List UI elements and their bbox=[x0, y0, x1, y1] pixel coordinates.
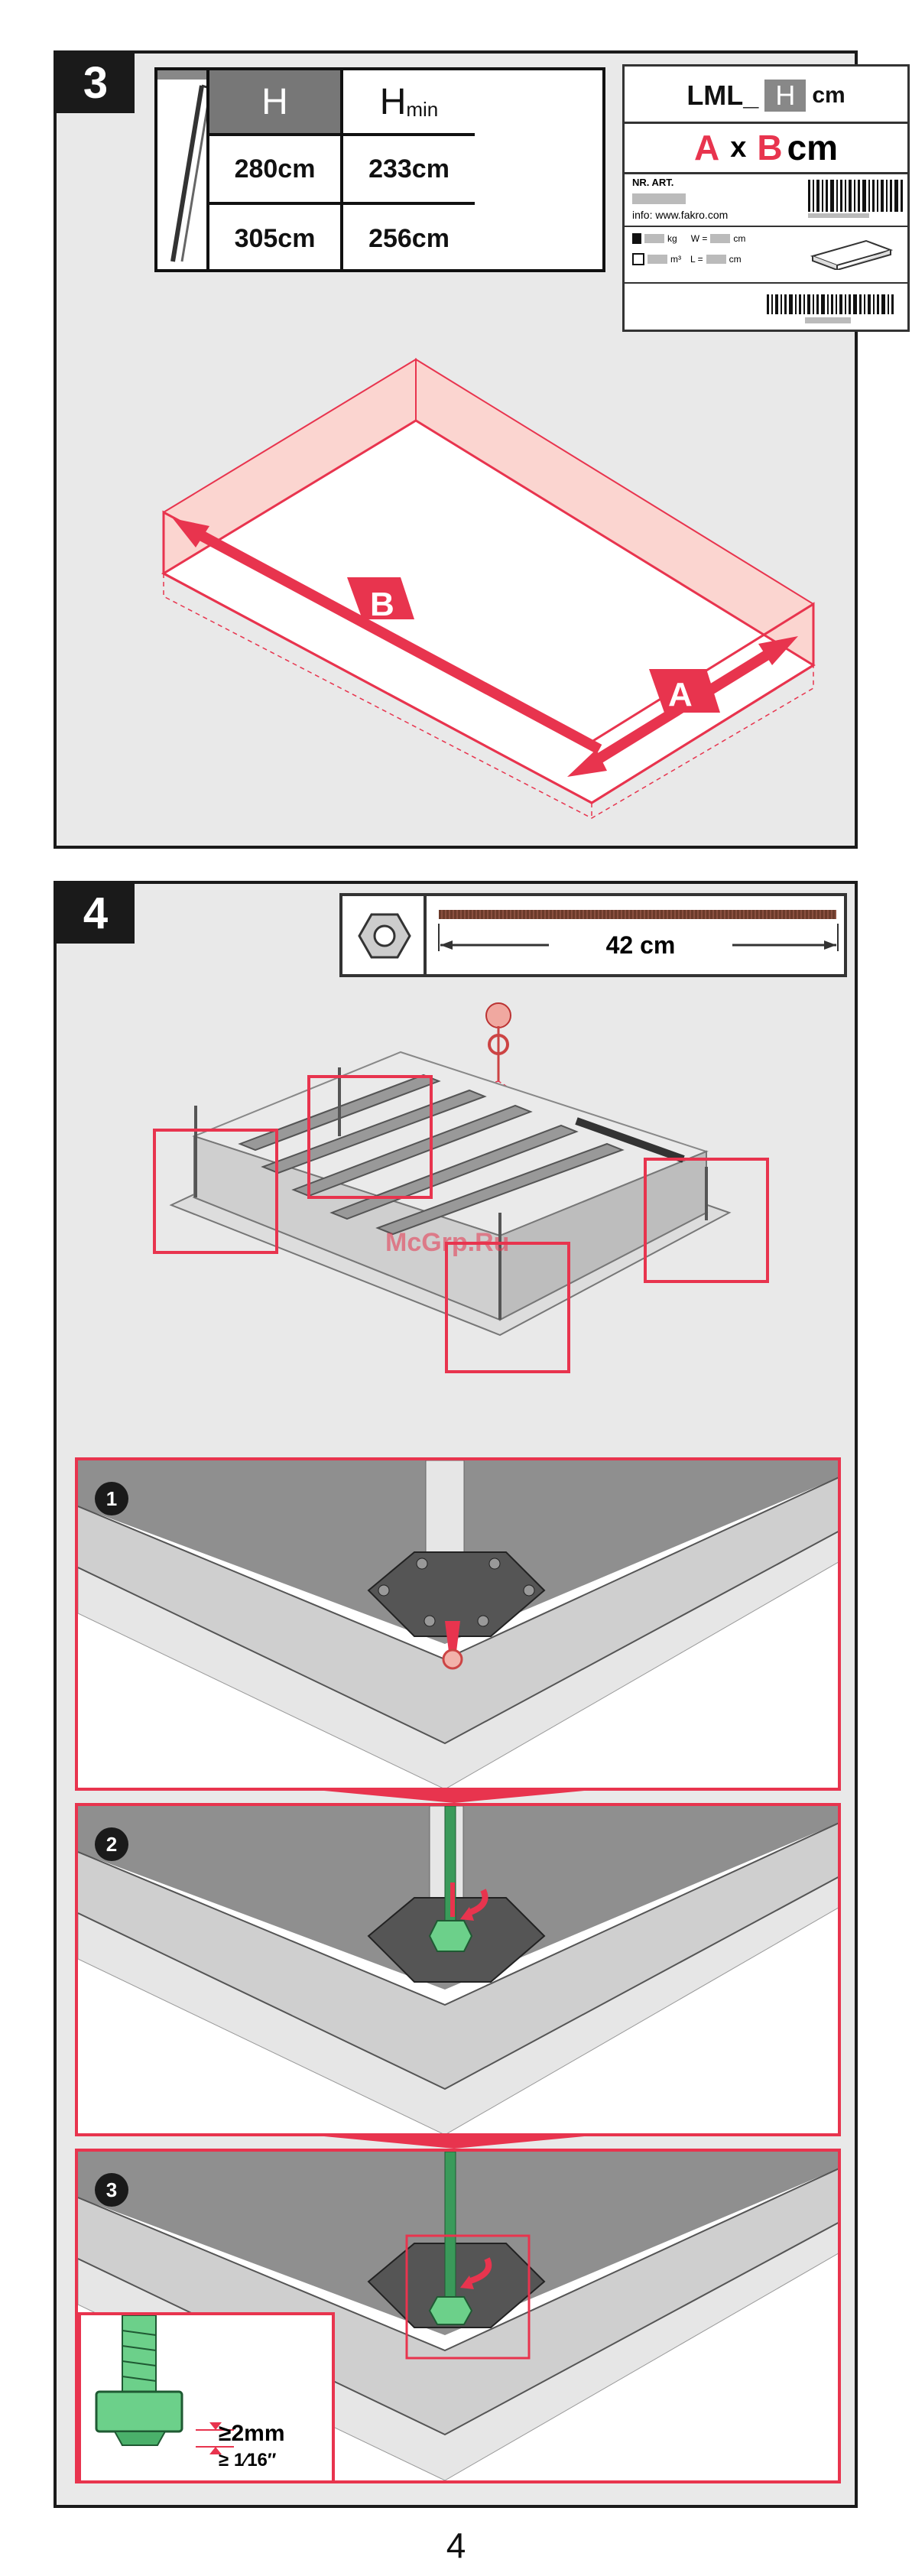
model-box: H bbox=[764, 80, 806, 112]
step-4-panel: 4 42 cm bbox=[54, 881, 858, 2508]
parts-box: 42 cm bbox=[339, 893, 847, 977]
info-url: info: www.fakro.com bbox=[632, 209, 728, 221]
barcode-icon bbox=[767, 294, 897, 325]
product-label: LML_ H cm A x B cm NR. ART. info: www.fa… bbox=[622, 64, 910, 332]
box-icon bbox=[632, 253, 644, 265]
rod-length-label: 42 cm bbox=[549, 931, 732, 960]
threaded-rod-icon bbox=[439, 910, 836, 919]
substep-2-detail: 2 bbox=[75, 1803, 841, 2136]
gap-inch-label: ≥ 1⁄16″ bbox=[219, 2450, 276, 2471]
dimension-a-label: A bbox=[668, 676, 693, 714]
watermark: McGrp.Ru bbox=[385, 1228, 509, 1258]
substep-number: 2 bbox=[95, 1827, 128, 1861]
step-arrow-icon bbox=[324, 1791, 584, 1803]
table-cell: 256cm bbox=[340, 202, 475, 272]
step-number: 4 bbox=[57, 884, 135, 944]
volume-row: m³ L = cm bbox=[632, 253, 742, 265]
step-number: 3 bbox=[57, 54, 135, 113]
hex-nut-icon bbox=[358, 913, 411, 959]
substep-3-detail: 3 bbox=[75, 2149, 841, 2483]
page-number: 4 bbox=[0, 2525, 912, 2566]
table-cell: 280cm bbox=[206, 133, 340, 202]
substep-number: 1 bbox=[95, 1482, 128, 1515]
package-icon bbox=[805, 233, 897, 270]
ceiling-opening-diagram bbox=[102, 344, 836, 833]
weight-row: kg W = cm bbox=[632, 233, 745, 244]
gap-mm-label: ≥2mm bbox=[219, 2421, 285, 2447]
corner-bracket-drawing bbox=[78, 1806, 841, 2135]
substep-1-detail: 1 bbox=[75, 1457, 841, 1791]
barcode-icon bbox=[808, 180, 904, 218]
table-cell: 233cm bbox=[340, 133, 475, 202]
corner-bracket-drawing bbox=[78, 1460, 841, 1789]
step-arrow-icon bbox=[324, 2136, 584, 2149]
bolt-nut-detail bbox=[81, 2315, 332, 2480]
table-header-h: H bbox=[206, 67, 340, 133]
dimension-line: A x B cm bbox=[625, 126, 907, 169]
substep-number: 3 bbox=[95, 2173, 128, 2207]
table-cell: 305cm bbox=[206, 202, 340, 272]
ladder-box-overview bbox=[148, 983, 790, 1427]
model-line: LML_ H cm bbox=[625, 73, 907, 119]
gap-detail-inset: ≥2mm ≥ 1⁄16″ bbox=[78, 2312, 335, 2483]
weight-icon bbox=[632, 233, 641, 244]
art-number-label: NR. ART. bbox=[632, 177, 673, 188]
dimension-b-label: B bbox=[370, 586, 394, 624]
